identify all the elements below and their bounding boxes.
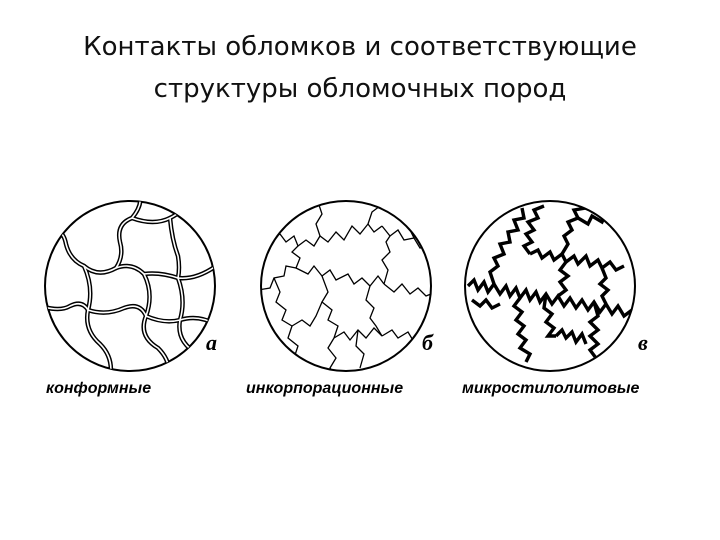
caption-microstylolite: микростилолитовые — [462, 380, 640, 397]
grain-boundaries — [45, 201, 215, 371]
circle-outline — [464, 200, 636, 372]
panel-letter-v: в — [638, 330, 648, 355]
title-line-2: структуры обломочных пород — [153, 74, 567, 104]
grain-boundaries — [261, 201, 431, 371]
caption-incorporation: инкорпорационные — [246, 380, 404, 397]
slide-title: Контакты обломков и соответствующие стру… — [0, 26, 720, 110]
conformal-contacts-diagram — [40, 196, 220, 376]
microstylolite-contacts-diagram — [460, 196, 640, 376]
panel-letter-b: б — [422, 330, 433, 355]
title-line-1: Контакты обломков и соответствующие — [83, 32, 637, 62]
stylolite-seams — [466, 201, 634, 363]
circle-outline — [260, 200, 432, 372]
caption-conformal: конформные — [46, 380, 152, 397]
panel-letter-a: а — [206, 330, 217, 355]
incorporation-contacts-diagram — [256, 196, 436, 376]
circle-outline — [44, 200, 216, 372]
